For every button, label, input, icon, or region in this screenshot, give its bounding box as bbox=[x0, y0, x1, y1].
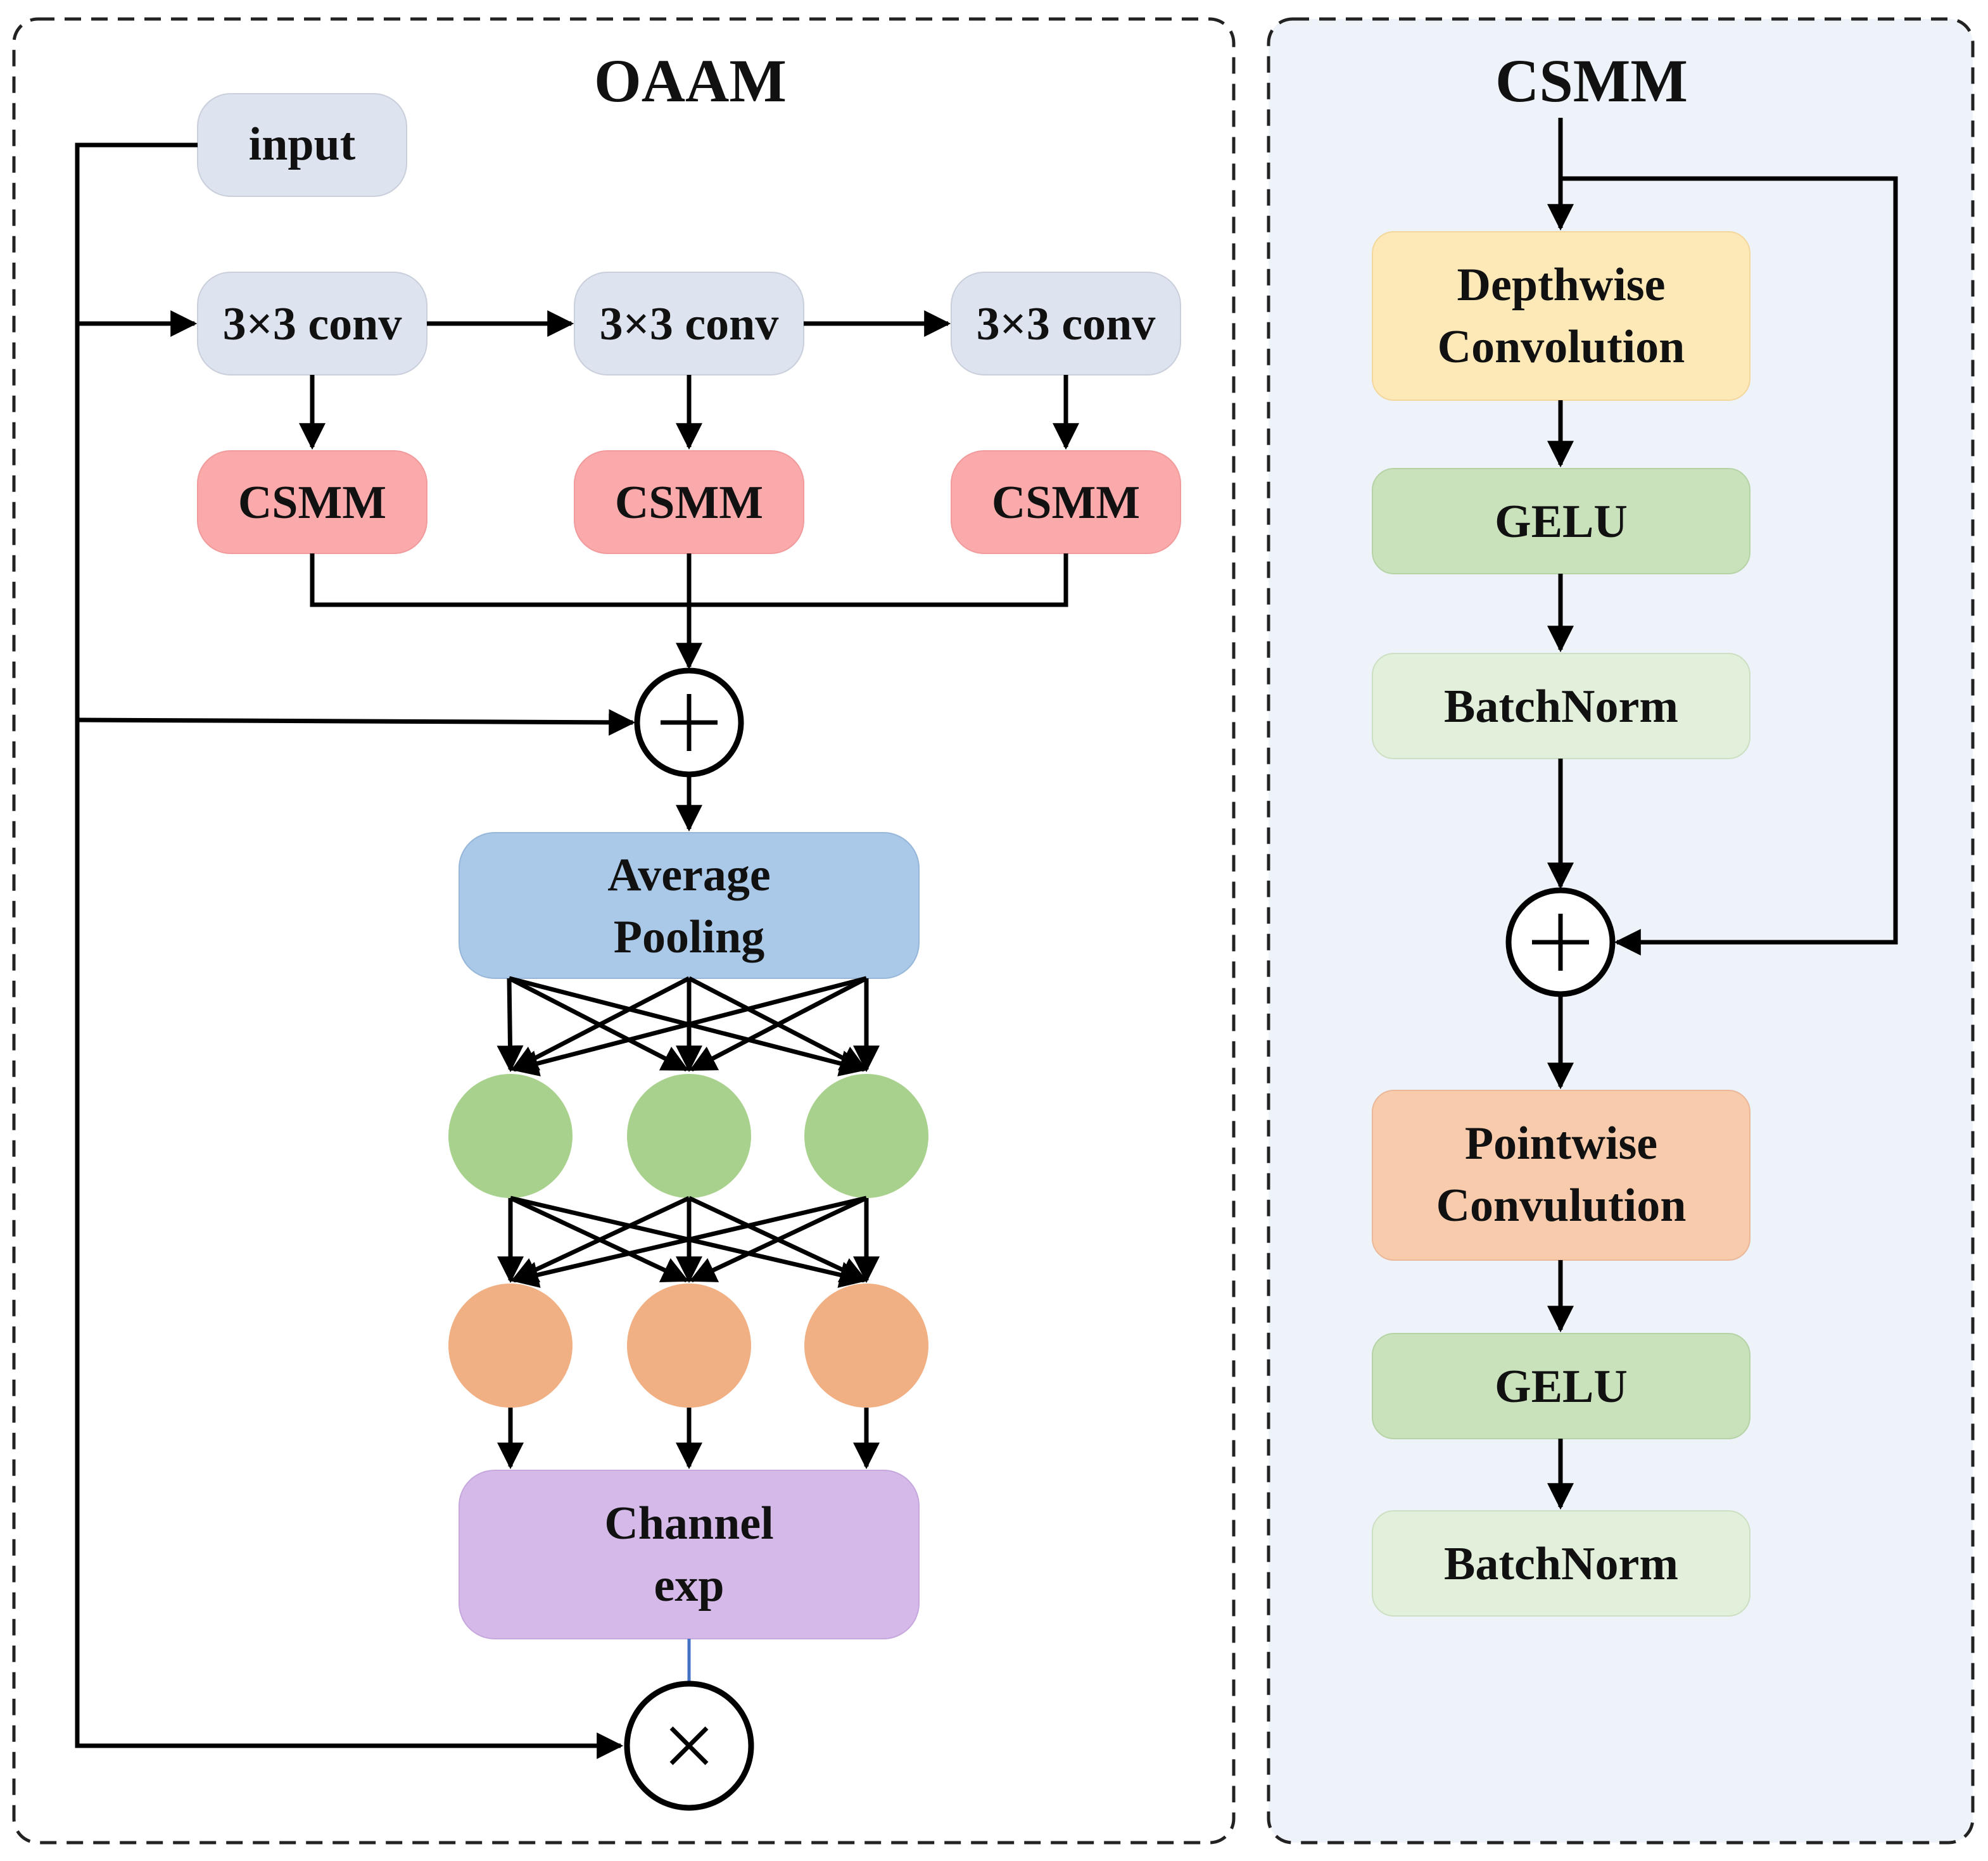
avgpool-label-line1: Average bbox=[607, 849, 770, 901]
hidden-node-1 bbox=[448, 1074, 573, 1198]
conv-label-1: 3×3 conv bbox=[223, 298, 402, 350]
csmm-label-1: CSMM bbox=[238, 477, 386, 529]
conv-label-2: 3×3 conv bbox=[600, 298, 779, 350]
input-rail-wire bbox=[75, 142, 624, 1759]
output-node-3 bbox=[804, 1284, 928, 1408]
fc-layer-2-wires bbox=[497, 1195, 880, 1288]
pointwise-conv-box[interactable] bbox=[1372, 1090, 1751, 1261]
output-node-2 bbox=[627, 1284, 751, 1408]
channel-exp-box[interactable] bbox=[459, 1470, 920, 1639]
csmm-panel: CSMM Depthwise Convolution GELU BatchNor… bbox=[1267, 17, 1975, 1845]
batchnorm-box-2[interactable] bbox=[1372, 1510, 1751, 1617]
batchnorm-label-2: BatchNorm bbox=[1444, 1538, 1678, 1590]
channel-exp-label-line1: Channel bbox=[604, 1498, 773, 1549]
csmm-label-3: CSMM bbox=[992, 477, 1140, 529]
csmm-title: CSMM bbox=[1495, 47, 1688, 115]
gelu-label-2: GELU bbox=[1495, 1361, 1628, 1413]
csmm-add-operator bbox=[1505, 887, 1616, 997]
channel-exp-label-line2: exp bbox=[654, 1560, 725, 1612]
output-node-1 bbox=[448, 1284, 573, 1408]
hidden-node-2 bbox=[627, 1074, 751, 1198]
depthwise-label-line1: Depthwise bbox=[1457, 259, 1666, 311]
multiply-icon bbox=[669, 1726, 709, 1765]
hidden-node-3 bbox=[804, 1074, 928, 1198]
plus-icon bbox=[1532, 914, 1589, 971]
plus-icon bbox=[661, 694, 718, 751]
oaam-add-operator bbox=[634, 667, 744, 778]
csmm-label-2: CSMM bbox=[615, 477, 763, 529]
oaam-panel: OAAM input 3×3 conv 3×3 conv 3×3 conv CS… bbox=[12, 17, 1236, 1845]
pointwise-label-line2: Convulution bbox=[1436, 1180, 1687, 1232]
rail-to-add-wire bbox=[77, 709, 636, 736]
gelu-label-1: GELU bbox=[1495, 496, 1628, 548]
input-label: input bbox=[249, 118, 356, 170]
oaam-title: OAAM bbox=[594, 47, 787, 115]
depthwise-label-line2: Convolution bbox=[1438, 321, 1685, 373]
fc-layer-1-wires bbox=[497, 976, 880, 1076]
conv-label-3: 3×3 conv bbox=[977, 298, 1156, 350]
pointwise-label-line1: Pointwise bbox=[1465, 1118, 1657, 1170]
oaam-multiply-operator bbox=[624, 1681, 754, 1811]
avgpool-label-line2: Pooling bbox=[614, 911, 764, 963]
batchnorm-label-1: BatchNorm bbox=[1444, 681, 1678, 733]
depthwise-conv-box[interactable] bbox=[1372, 231, 1751, 401]
csmm-skip-wire bbox=[1561, 176, 1898, 956]
